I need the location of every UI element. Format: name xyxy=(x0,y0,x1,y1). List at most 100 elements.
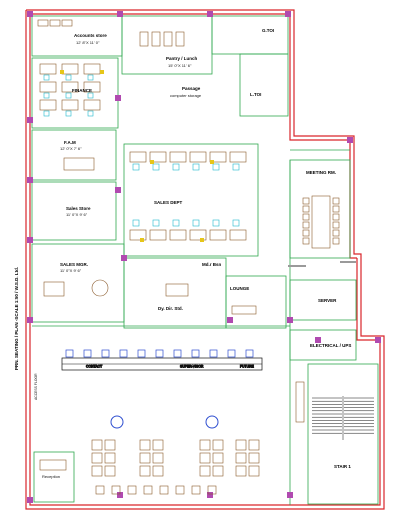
wall-sales-dept xyxy=(123,143,259,257)
waiting-chair xyxy=(152,465,164,477)
operator-chair xyxy=(245,349,254,358)
finance-desk xyxy=(61,63,79,75)
finance-chair xyxy=(87,74,94,81)
column xyxy=(27,237,33,243)
operator-chair xyxy=(209,349,218,358)
round-stool xyxy=(110,415,124,429)
sales-desk xyxy=(149,151,167,163)
room-labels: Accounts store 12' 8"X 11' 0" Pantry / L… xyxy=(14,28,351,479)
sales-chair xyxy=(212,163,220,171)
pantry-table xyxy=(163,31,173,47)
label-lounge: LOUNGE xyxy=(230,286,249,291)
meeting-chair xyxy=(332,221,340,229)
waiting-chair xyxy=(91,452,103,464)
meeting-chair xyxy=(332,229,340,237)
sales-chair xyxy=(132,219,140,227)
column xyxy=(287,317,293,323)
meeting-chair xyxy=(302,213,310,221)
label-accounts-store: Accounts store xyxy=(74,33,107,38)
finance-chair xyxy=(43,74,50,81)
meeting-chair xyxy=(302,197,310,205)
finance-desk xyxy=(83,81,101,93)
bottom-seat xyxy=(159,485,169,495)
call-counter: CONTACT SUPER-VISOR FUTURE xyxy=(61,357,263,371)
sales-chair xyxy=(232,219,240,227)
accent-mark xyxy=(140,238,144,242)
sales-desk xyxy=(229,151,247,163)
meeting-chair xyxy=(332,205,340,213)
wall-stair xyxy=(307,363,379,505)
operator-chair xyxy=(137,349,146,358)
sales-chair xyxy=(172,163,180,171)
label-pantry-size: 15' 0"X 11' 6" xyxy=(168,63,192,68)
column xyxy=(287,492,293,498)
waiting-chair xyxy=(212,465,224,477)
operator-chair xyxy=(119,349,128,358)
column xyxy=(115,95,121,101)
sales-chair xyxy=(192,163,200,171)
finance-chair xyxy=(65,110,72,117)
sales-desk xyxy=(229,229,247,241)
waiting-chair xyxy=(152,439,164,451)
bottom-seat xyxy=(95,485,105,495)
sales-desk xyxy=(129,229,147,241)
round-table xyxy=(91,279,109,297)
column xyxy=(27,317,33,323)
wall-dy-dir xyxy=(123,257,227,329)
label-sales-mgr-size: 11' 0"X 9' 6" xyxy=(60,268,82,273)
column xyxy=(347,137,353,143)
bottom-seat xyxy=(207,485,217,495)
outer-wall-line xyxy=(30,13,357,259)
label-finance: FINANCE xyxy=(72,88,92,93)
reception-desk xyxy=(39,459,67,471)
column xyxy=(27,117,33,123)
label-gents-toilet: G.TOI xyxy=(262,28,274,33)
pantry-table xyxy=(175,31,185,47)
column xyxy=(117,11,123,17)
operator-chair xyxy=(155,349,164,358)
column xyxy=(27,11,33,17)
pantry-table xyxy=(151,31,161,47)
accent-mark xyxy=(100,70,104,74)
finance-desk xyxy=(39,99,57,111)
wall-lounge xyxy=(225,275,287,329)
lounge-sofa xyxy=(231,305,257,315)
sales-chair xyxy=(132,163,140,171)
accent-mark xyxy=(150,160,154,164)
meeting-chair xyxy=(332,237,340,245)
operator-chair xyxy=(173,349,182,358)
sales-desk xyxy=(169,151,187,163)
finance-chair xyxy=(87,92,94,99)
operator-chair xyxy=(83,349,92,358)
column xyxy=(227,317,233,323)
stairs xyxy=(312,396,374,440)
meeting-chair xyxy=(302,237,310,245)
label-electrical: ELECTRICAL / UPS xyxy=(310,343,351,348)
waiting-chair xyxy=(235,439,247,451)
counter-label-supervisor: SUPER-VISOR xyxy=(180,365,204,369)
sales-chair xyxy=(172,219,180,227)
wall-ladies-toilet xyxy=(239,53,289,117)
meeting-chair xyxy=(302,205,310,213)
sales-desk xyxy=(149,229,167,241)
waiting-chair xyxy=(139,452,151,464)
dy-dir-desk xyxy=(165,283,189,297)
waiting-chair xyxy=(91,465,103,477)
label-server: SERVER xyxy=(318,298,337,303)
waiting-chair xyxy=(212,439,224,451)
finance-chair xyxy=(43,92,50,99)
wall-sales-mgr xyxy=(31,243,125,323)
counter-label-contact: CONTACT xyxy=(86,365,102,369)
waiting-chair xyxy=(235,452,247,464)
operator-chair xyxy=(101,349,110,358)
outer-wall-line xyxy=(25,9,385,510)
sales-chair xyxy=(152,163,160,171)
finance-desk xyxy=(39,81,57,93)
finance-desk xyxy=(61,81,79,93)
waiting-chair xyxy=(104,439,116,451)
column xyxy=(117,492,123,498)
column xyxy=(27,177,33,183)
waiting-chair xyxy=(248,452,260,464)
finance-desk xyxy=(61,99,79,111)
